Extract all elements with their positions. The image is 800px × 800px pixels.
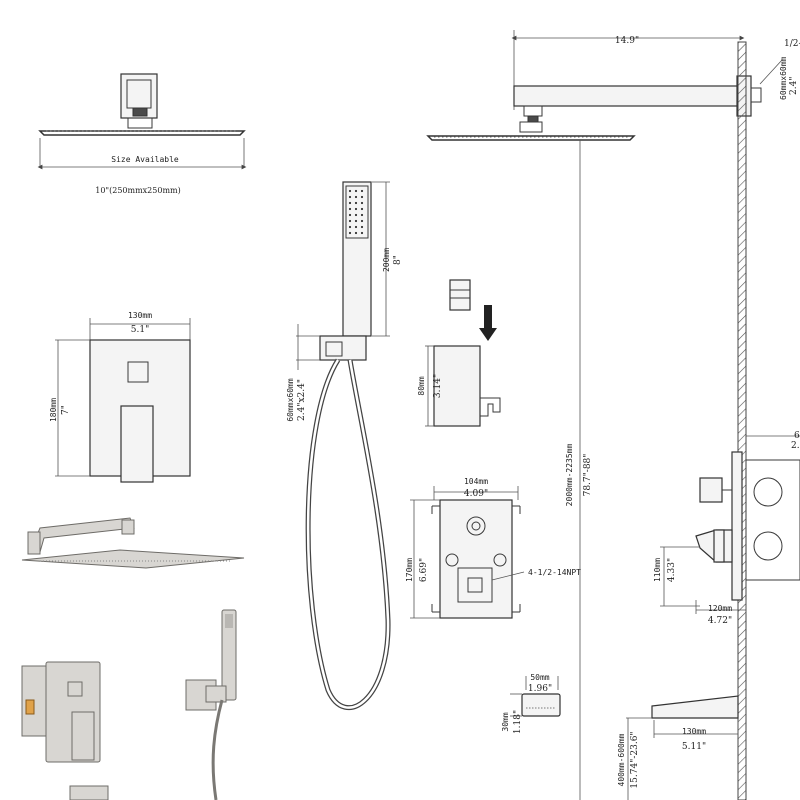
rough-in-valve-body: 104mm 4.09" 170mm 6.69" 4-1/2-14NPT (405, 477, 581, 619)
trim-height-in: 7" (61, 405, 71, 415)
trim-width-mm: 130mm (128, 311, 152, 320)
handheld-render (185, 609, 237, 800)
shower-arm (513, 85, 739, 107)
escutcheon (521, 693, 561, 717)
down-arrow-icon (479, 305, 497, 341)
side-height-in: 4.33" (667, 558, 677, 582)
flange-in-label: 2.4" (789, 77, 799, 95)
shower-arm-render (31, 517, 135, 553)
overall-height-dimension: 2000mm-2235mm 78.7"-88" (565, 140, 593, 800)
tub-spout-detail: 130mm 5.11" 400mm-600mm 15.74"-23.6" (617, 695, 739, 800)
wall-hatch (737, 41, 747, 800)
thread-label: 1/2- (784, 39, 800, 49)
rain-head-render-plate (21, 549, 245, 569)
valve-width-mm: 104mm (464, 477, 488, 486)
valve-height-mm: 170mm (405, 558, 414, 582)
overall-height-mm: 2000mm-2235mm (565, 444, 574, 507)
side-depth-mm: 120mm (708, 604, 732, 613)
holder-size-mm: 60mmx60mm (286, 378, 295, 422)
rain-head-render (21, 517, 245, 569)
valve-ports-label: 4-1/2-14NPT (528, 568, 581, 577)
side-partial-bottom: 2. (791, 441, 800, 451)
valve-side-view: 6 2. 110mm 4.33" 120mm 4.72" (653, 431, 800, 626)
rain-head-size-value: 10"(250mmx250mm) (95, 186, 181, 195)
spout-height-mm: 400mm-600mm (617, 733, 626, 786)
escutcheon-width-mm: 50mm (530, 673, 549, 682)
tub-spout (651, 695, 739, 719)
size-available-label: Size Available (111, 155, 179, 164)
trim-height-mm: 180mm (49, 398, 58, 422)
valve-height-in: 6.69" (419, 558, 429, 582)
side-diverter-knob (699, 477, 723, 503)
spray-nozzles (348, 189, 364, 235)
overall-height-in: 78.7"-88" (583, 454, 593, 497)
bracket-height-mm: 80mm (417, 376, 426, 395)
escutcheon-depth-mm: 30mm (501, 712, 510, 731)
trim-width-in: 5.1" (131, 325, 149, 335)
escutcheon-detail: 50mm 1.96" 30mm 1.18" (501, 673, 561, 734)
holder-size-in: 2.4"x2.4" (297, 379, 307, 421)
spout-length-mm: 130mm (682, 727, 706, 736)
handheld-length-mm: 200mm (382, 248, 391, 272)
arm-length-label: 14.9" (615, 36, 639, 46)
bracket-height-in: 3.14" (433, 374, 443, 398)
side-height-mm: 110mm (653, 558, 662, 582)
escutcheon-depth-in: 1.18" (513, 710, 523, 734)
valve-housing (439, 499, 513, 619)
escutcheon-width-in: 1.96" (528, 684, 552, 694)
mixer-handle (120, 405, 154, 483)
valve-trim-render (21, 661, 109, 800)
holder-bracket-detail: 80mm 3.14" (417, 279, 501, 427)
side-depth-in: 4.72" (708, 616, 732, 626)
rain-head-side (426, 135, 636, 141)
flange-mm-label: 60mmx60mm (779, 56, 788, 100)
valve-port-center (457, 567, 493, 603)
handheld-shower: 200mm 8" 60mmx60mm 2.4"x2.4" (286, 181, 403, 711)
holder-bracket (433, 345, 481, 427)
handheld-length-in: 8" (393, 255, 403, 265)
valve-port-top (466, 516, 486, 536)
trim-plate-front-view: 130mm 5.1" 180mm 7" (49, 311, 191, 483)
hose-connector (449, 279, 471, 311)
valve-width-in: 4.09" (464, 489, 488, 499)
spout-height-in: 15.74"-23.6" (630, 731, 640, 788)
diverter-button (127, 361, 149, 383)
rain-head-plate (38, 130, 246, 136)
side-trim-plate (731, 451, 743, 601)
handheld-wand (342, 181, 372, 337)
side-partial-top: 6 (794, 431, 800, 441)
shower-arm-side-view: 14.9" 60mmx60mm 2.4" 1/2- (426, 30, 800, 141)
rain-head-detail: Size Available 10"(250mmx250mm) (37, 73, 247, 195)
side-valve-box (745, 459, 800, 581)
spout-length-in: 5.11" (682, 742, 706, 752)
handheld-wand-render (221, 609, 237, 701)
